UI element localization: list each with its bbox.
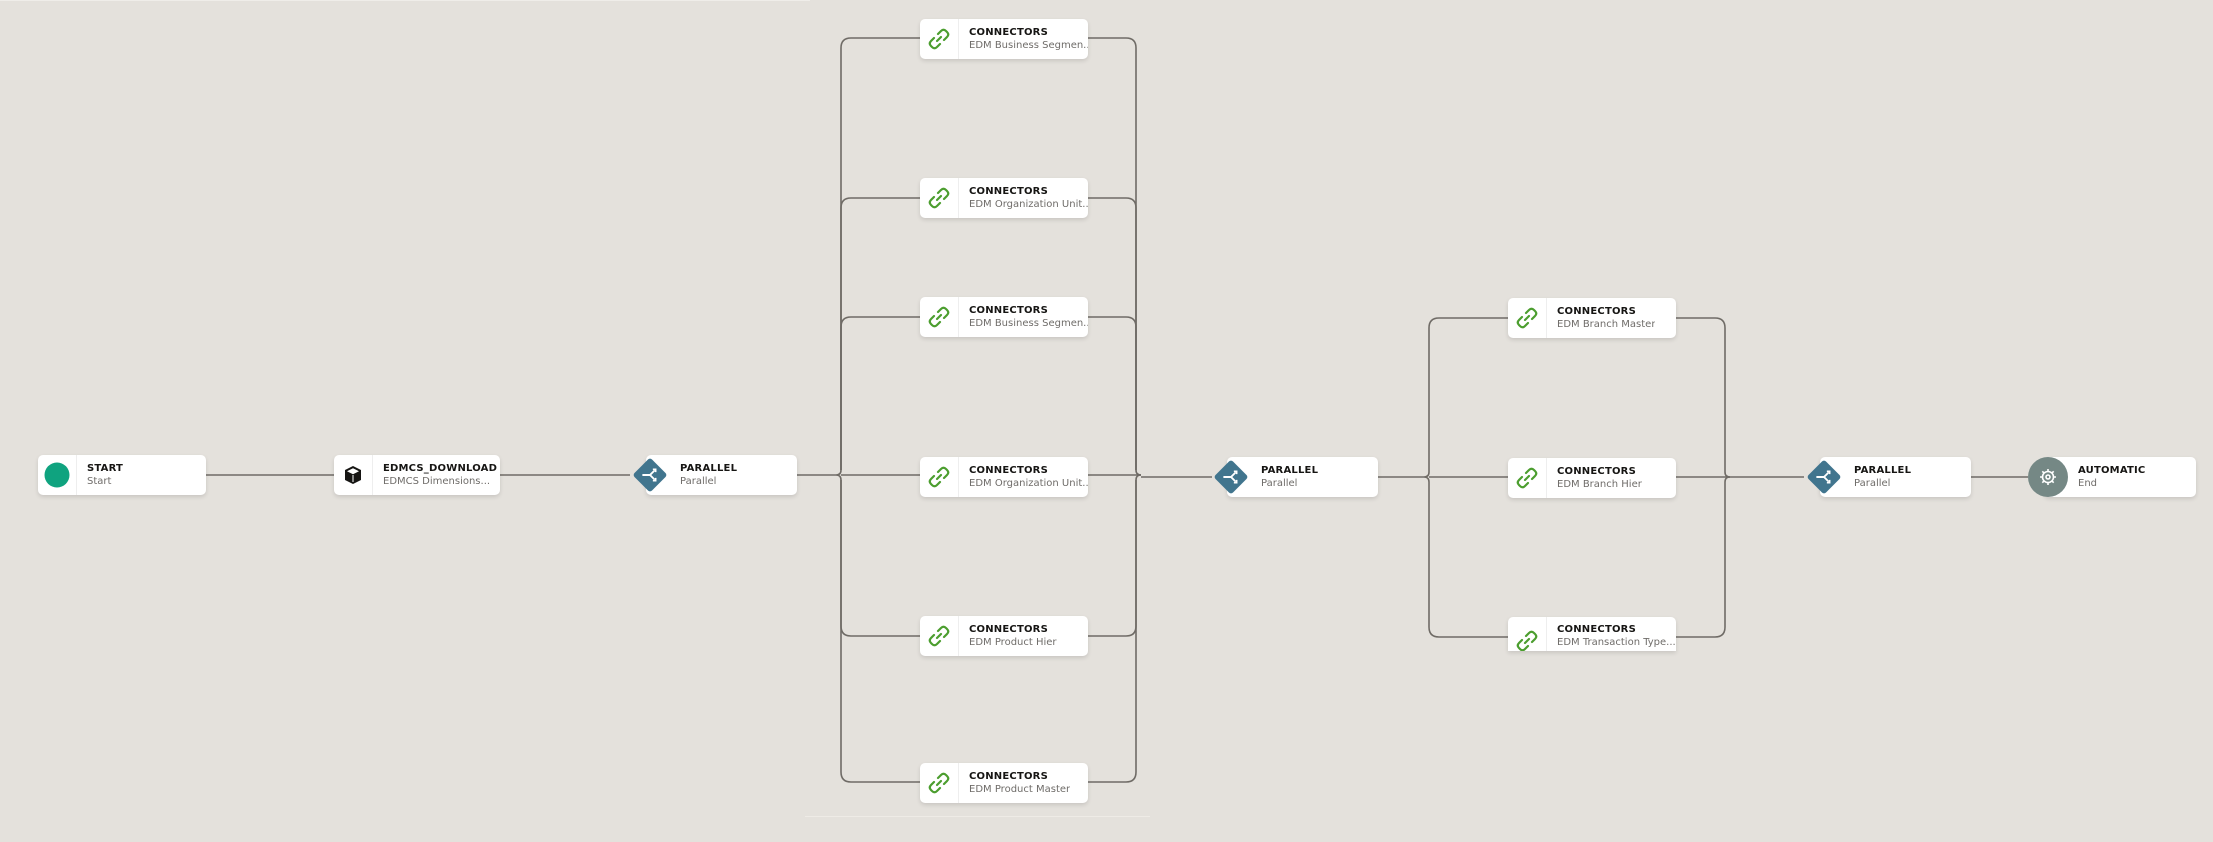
parallel-split-icon (1211, 457, 1251, 497)
node-type: PARALLEL (1261, 464, 1319, 476)
link-icon (928, 306, 950, 328)
link-icon (928, 625, 950, 647)
node-label: EDM Branch Master (1557, 318, 1656, 330)
gear-icon (2028, 457, 2068, 497)
link-icon (928, 466, 950, 488)
node-type: CONNECTORS (969, 185, 1048, 197)
green-circle-icon (44, 462, 70, 488)
parallel-node-3[interactable]: PARALLEL Parallel (1807, 457, 1971, 497)
parallel-node-2[interactable]: PARALLEL Parallel (1214, 457, 1378, 497)
link-icon (1516, 630, 1538, 651)
node-label: Parallel (1261, 477, 1298, 489)
node-label: Parallel (680, 475, 717, 487)
node-label: EDM Business Segmen... (969, 317, 1088, 329)
link-icon (928, 28, 950, 50)
node-type: PARALLEL (1854, 464, 1912, 476)
cube-icon (345, 466, 361, 484)
node-type: AUTOMATIC (2078, 464, 2146, 476)
start-node[interactable]: START Start (38, 455, 206, 495)
node-type: CONNECTORS (1557, 624, 1636, 635)
node-type: CONNECTORS (969, 623, 1048, 635)
node-label: EDM Transaction Type... (1557, 637, 1676, 648)
node-type: CONNECTORS (969, 464, 1048, 476)
top-edge-line (0, 0, 810, 1)
node-type: CONNECTORS (969, 304, 1048, 316)
link-icon (928, 187, 950, 209)
parallel-node-1[interactable]: PARALLEL Parallel (633, 455, 797, 495)
scroll-edge-line (805, 816, 1150, 817)
node-label: EDM Product Master (969, 783, 1071, 795)
link-icon (1516, 467, 1538, 489)
start-icon-cell (38, 455, 77, 495)
node-label: Start (87, 475, 112, 487)
node-type: CONNECTORS (969, 26, 1048, 38)
node-type: CONNECTORS (969, 770, 1048, 782)
edmcs-download-node[interactable]: EDMCS_DOWNLOAD EDMCS Dimensions... (334, 455, 500, 495)
node-type: CONNECTORS (1557, 305, 1636, 317)
node-label: End (2078, 477, 2098, 489)
node-label: Parallel (1854, 477, 1891, 489)
node-type: PARALLEL (680, 462, 738, 474)
connector-node-clipped[interactable]: CONNECTORS EDM Transaction Type... (1508, 617, 1676, 651)
node-label: EDM Product Hier (969, 636, 1057, 648)
node-label: EDM Organization Unit... (969, 198, 1088, 210)
download-icon-cell (334, 455, 373, 495)
node-label: EDM Organization Unit... (969, 477, 1088, 489)
node-type: START (87, 462, 124, 474)
node-label: EDM Branch Hier (1557, 478, 1642, 490)
end-node[interactable]: AUTOMATIC End (2028, 457, 2196, 497)
parallel-split-icon (630, 455, 670, 495)
link-icon (1516, 307, 1538, 329)
node-type: CONNECTORS (1557, 465, 1636, 477)
node-label: EDM Business Segmen... (969, 39, 1088, 51)
link-icon (928, 772, 950, 794)
node-type: EDMCS_DOWNLOAD (383, 462, 498, 474)
node-label: EDMCS Dimensions... (383, 475, 491, 487)
parallel-split-icon (1804, 457, 1844, 497)
